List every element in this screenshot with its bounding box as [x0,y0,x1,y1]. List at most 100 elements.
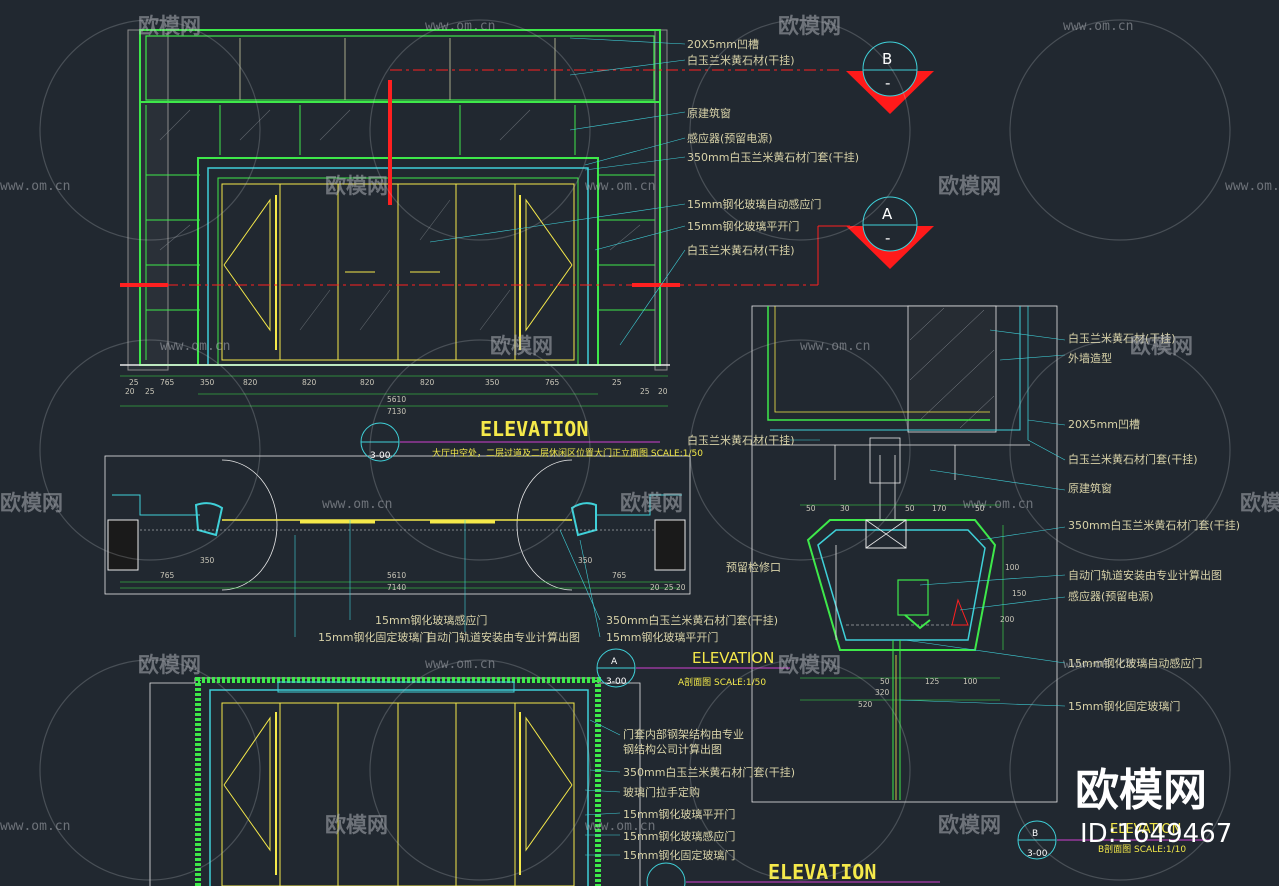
annotation-label: 350mm白玉兰米黄石材门套(干挂) [1068,518,1240,532]
watermark-brand: 欧模网 [778,14,841,38]
watermark-url: www.om.cn [425,657,495,672]
annotation-label: 外墙造型 [1068,351,1112,365]
watermark-url: www.om.cn [1063,657,1133,672]
elevation-subtitle: 大厅中空处，二层过道及二层休闲区位置大门正立面图 SCALE:1/50 [432,447,703,459]
bubble-sheet: 3-00 [1027,849,1048,859]
dim-text: 820 [360,378,375,387]
bubble-letter: A [611,657,618,667]
dim-text: 50 [975,504,985,513]
dim-text: 50 [905,504,915,513]
watermark-url: www.om.cn [1225,179,1279,194]
annotation-label: 15mm钢化玻璃平开门 [687,219,799,233]
bubble-letter: B [1032,829,1038,839]
dim-text: 765 [160,378,175,387]
annotation-label: 15mm钢化固定玻璃门 [623,848,735,862]
annotation-label: 白玉兰米黄石材门套(干挂) [1068,452,1198,466]
annotation-label: 15mm钢化玻璃感应门 [623,829,735,843]
watermark-brand: 欧模网 [325,174,388,198]
dim-text: 25 [145,387,155,396]
annotation-label: 350mm白玉兰米黄石材门套(干挂) [606,613,778,627]
watermark-texts: 欧模网 欧模网 www.om.cn www.om.cn 欧模网 欧模网 www.… [0,14,1279,837]
watermark-url: www.om.cn [0,819,70,834]
annotation-label: 20X5mm凹槽 [687,38,759,51]
dim-text: 20 [676,583,686,592]
elevation-title: ELEVATION [480,417,588,441]
dim-text: 50 [806,504,816,513]
annotation-label: 15mm钢化玻璃自动感应门 [1068,656,1202,670]
dim-text: 100 [1005,563,1020,572]
annotation-label: 白玉兰米黄石材(干挂) [687,53,795,67]
annotation-label: 门套内部钢架结构由专业 [623,727,744,741]
title-blocks [360,41,1210,886]
dim-text: 350 [485,378,500,387]
dim-text: 20 [125,387,135,396]
section-a-subtitle: A剖面图 SCALE:1/50 [678,676,766,688]
dim-text: 125 [925,677,940,686]
watermark-brand: 欧模网 [0,491,63,515]
section-a-title: ELEVATION [692,649,774,667]
annotation-label: 玻璃门拉手定购 [623,785,700,799]
watermark-url: www.om.cn [963,497,1033,512]
watermark-brand: 欧模网 [778,653,841,677]
annotation-label: 白玉兰米黄石材(干挂) [687,243,795,257]
watermark-url: www.om.cn [425,19,495,34]
dim-text: 820 [302,378,317,387]
annotation-label: 15mm钢化玻璃平开门 [606,630,718,644]
plan-view [104,455,691,638]
watermark-url: www.om.cn [1063,19,1133,34]
watermarks [39,19,1231,881]
annotation-label: 自动门轨道安装由专业计算出图 [426,630,580,644]
annotation-label: 15mm钢化玻璃感应门 [375,613,487,627]
watermark-brand: 欧模网 [938,174,1001,198]
dim-text: 765 [612,571,627,580]
dim-text: 7130 [387,407,406,416]
dim-text: 200 [1000,615,1015,624]
watermark-url: www.om.cn [585,179,655,194]
watermark-url: www.om.cn [585,819,655,834]
section-b-title: ELEVATION [1110,822,1181,837]
watermark-brand: 欧模网 [1240,491,1279,515]
annotation-label: 20X5mm凹槽 [1068,418,1140,431]
watermark-url: www.om.cn [160,339,230,354]
dim-text: 7140 [387,583,406,592]
dim-text: 350 [578,556,593,565]
annotation-label: 自动门轨道安装由专业计算出图 [1068,568,1222,582]
watermark-brand: 欧模网 [1130,334,1193,358]
dim-text: 520 [858,700,873,709]
annotation-label: 350mm白玉兰米黄石材门套(干挂) [687,150,859,164]
elevation-dimensions: 25 765 350 820 820 820 820 350 765 25 20… [125,378,668,416]
lower-title: ELEVATION [768,860,876,884]
watermark-brand: 欧模网 [325,813,388,837]
watermark-brand: 欧模网 [138,14,201,38]
plan-annotations: 15mm钢化玻璃感应门 15mm钢化固定玻璃门 自动门轨道安装由专业计算出图 3… [318,613,778,644]
dim-text: 350 [200,378,215,387]
watermark-brand: 欧模网 [490,334,553,358]
section-b-subtitle: B剖面图 SCALE:1/10 [1098,843,1186,855]
annotation-label: 感应器(预留电源) [1068,589,1154,603]
dim-text: 5610 [387,571,406,580]
lower-annotations: 门套内部钢架结构由专业 钢结构公司计算出图 350mm白玉兰米黄石材门套(干挂)… [623,727,795,862]
annotation-label: 15mm钢化玻璃平开门 [623,807,735,821]
watermark-url: www.om.cn [322,497,392,512]
section-marker-a: A - [882,205,893,247]
annotation-label: 白玉兰米黄石材(干挂) [1068,331,1176,345]
section-a [751,305,1066,803]
dim-text: 350 [200,556,215,565]
id-watermark: ID:1649467 [1080,819,1232,849]
dim-text: 820 [243,378,258,387]
watermark-url: www.om.cn [800,339,870,354]
watermark-url: www.om.cn [0,179,70,194]
big-brand-watermark: 欧模网 [1075,765,1207,816]
dim-text: 100 [963,677,978,686]
dim-text: 30 [840,504,850,513]
dim-text: 25 [640,387,650,396]
lower-elevation [149,677,641,886]
dim-text: 50 [880,677,890,686]
annotation-label: 白玉兰米黄石材(干挂) [687,433,795,447]
annotation-label: 350mm白玉兰米黄石材门套(干挂) [623,765,795,779]
annotation-label: 预留检修口 [726,560,781,574]
bubble-sheet: 3-00 [606,677,627,687]
plan-dimensions: 765 350 5610 350 765 7140 20 25 20 [160,556,686,592]
dim-text: 20 [658,387,668,396]
